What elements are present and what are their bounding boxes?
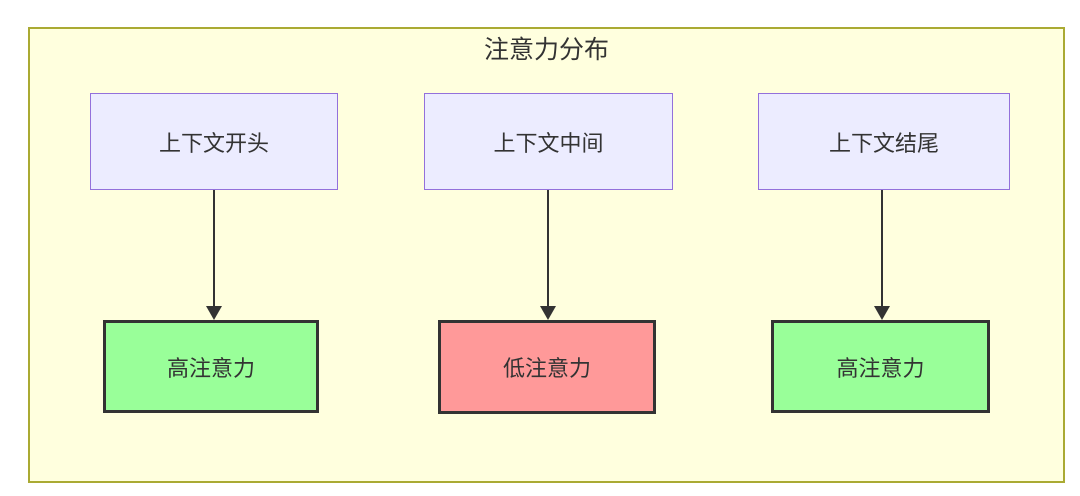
node-context-middle: 上下文中间 — [424, 93, 673, 190]
node-context-end-label: 上下文结尾 — [828, 130, 939, 156]
node-high-attention-start-label: 高注意力 — [166, 355, 255, 381]
node-context-start: 上下文开头 — [90, 93, 338, 190]
edge-arrow-end — [874, 190, 890, 320]
node-high-attention-end-label: 高注意力 — [836, 355, 925, 381]
node-high-attention-start: 高注意力 — [103, 320, 319, 413]
node-context-end: 上下文结尾 — [758, 93, 1010, 190]
node-context-middle-label: 上下文中间 — [493, 130, 604, 156]
node-context-start-label: 上下文开头 — [158, 130, 269, 156]
node-low-attention-middle: 低注意力 — [438, 320, 656, 414]
node-low-attention-middle-label: 低注意力 — [502, 356, 591, 381]
diagram-title: 注意力分布 — [483, 36, 609, 64]
edge-arrow-middle — [540, 190, 556, 320]
edge-arrow-start — [206, 190, 222, 320]
node-high-attention-end: 高注意力 — [771, 320, 990, 413]
attention-distribution-container: 注意力分布 上下文开头 上下文中间 上下文结尾 — [28, 27, 1065, 483]
